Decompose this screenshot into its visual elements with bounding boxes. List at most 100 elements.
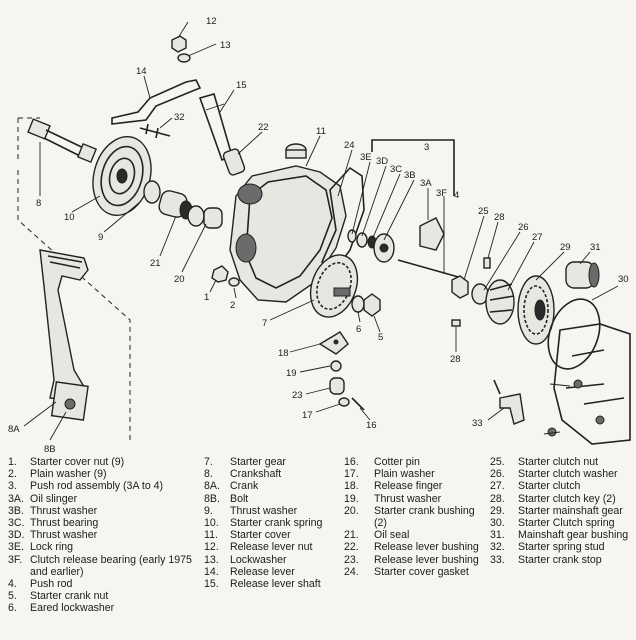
callout-7: 7	[262, 318, 267, 329]
legend-item: 29.Starter mainshaft gear	[490, 505, 632, 517]
callout-3D: 3D	[376, 156, 388, 167]
callout-8: 8	[36, 198, 41, 209]
parts-legend: 1.Starter cover nut (9) 2.Plain washer (…	[8, 456, 632, 636]
legend-num: 3C.	[8, 517, 25, 530]
legend-item: 3F.Clutch release bearing (early 1975 an…	[8, 554, 196, 578]
legend-num: 11.	[204, 529, 218, 542]
legend-item: 3D.Thrust washer	[8, 529, 196, 541]
legend-text: Starter cover gasket	[374, 565, 469, 578]
release-lever-nut-part	[171, 35, 187, 53]
release-lever-part	[111, 79, 202, 125]
callout-15: 15	[236, 80, 247, 91]
legend-text: Clutch release bearing (early 1975 and e…	[30, 553, 192, 578]
callout-19: 19	[286, 368, 297, 379]
callout-29: 29	[560, 242, 571, 253]
legend-item: 11.Starter cover	[204, 529, 338, 541]
plain-washer-part	[228, 277, 240, 287]
callout-28-lower: 28	[450, 354, 461, 365]
legend-item: 1.Starter cover nut (9)	[8, 456, 196, 468]
legend-text: Starter spring stud	[518, 541, 605, 554]
callout-25: 25	[478, 206, 489, 217]
legend-text: Starter crank nut	[30, 590, 109, 603]
legend-item: 23.Release lever bushing	[344, 554, 488, 566]
legend-text: Release lever nut	[230, 541, 313, 554]
legend-column-3: 16.Cotter pin 17.Plain washer 18.Release…	[344, 456, 488, 578]
group-bracket-left	[17, 118, 131, 440]
spring-stud-part	[139, 123, 171, 139]
legend-text: Lockwasher	[230, 553, 287, 566]
legend-item: 12.Release lever nut	[204, 541, 338, 553]
legend-text: Starter crank bushing (2)	[374, 504, 475, 530]
callout-16: 16	[366, 420, 377, 431]
leader-lines	[23, 21, 619, 441]
legend-text: Push rod assembly (3A to 4)	[30, 480, 164, 493]
crankshaft-part	[27, 118, 98, 164]
callout-13: 13	[220, 40, 231, 51]
callout-32: 32	[174, 112, 185, 123]
legend-item: 25.Starter clutch nut	[490, 456, 632, 468]
legend-num: 3E.	[8, 541, 24, 554]
callout-27: 27	[532, 232, 543, 243]
callout-31: 31	[590, 242, 601, 253]
legend-text: Release finger	[374, 480, 443, 493]
starter-clutch-key-lower-part	[451, 319, 461, 327]
legend-text: Oil slinger	[30, 492, 78, 505]
legend-text: Lock ring	[30, 541, 73, 554]
crank-part	[39, 249, 89, 421]
callout-3F: 3F	[436, 188, 447, 199]
callout-10: 10	[64, 212, 75, 223]
starter-cover-part	[229, 143, 347, 303]
legend-item: 8.Crankshaft	[204, 468, 338, 480]
legend-text: Starter clutch	[518, 480, 581, 493]
legend-text: Crank	[230, 480, 259, 493]
release-lever-bushing-part	[222, 148, 246, 176]
legend-item: 8A.Crank	[204, 480, 338, 492]
callout-2: 2	[230, 300, 235, 311]
legend-num: 26.	[490, 468, 505, 481]
legend-text: Thrust washer	[30, 529, 98, 542]
legend-text: Starter clutch nut	[518, 456, 599, 468]
legend-num: 5.	[8, 590, 17, 603]
legend-num: 28.	[490, 492, 505, 505]
starter-clutch-part	[485, 279, 515, 325]
legend-num: 8.	[204, 468, 213, 481]
starter-gear-part	[309, 254, 359, 318]
callout-20: 20	[174, 274, 185, 285]
legend-num: 1.	[8, 456, 17, 468]
legend-num: 22.	[344, 541, 359, 554]
legend-item: 13.Lockwasher	[204, 554, 338, 566]
callout-3A: 3A	[420, 178, 432, 189]
legend-num: 32.	[490, 541, 505, 554]
callout-21: 21	[150, 258, 161, 269]
callout-30: 30	[618, 274, 629, 285]
legend-item: 32. Starter spring stud	[490, 541, 632, 553]
callout-6: 6	[356, 324, 361, 335]
legend-item: 9.Thrust washer	[204, 505, 338, 517]
legend-item: 30.Starter Clutch spring	[490, 517, 632, 529]
legend-text: Starter crank stop	[518, 553, 602, 566]
legend-text: Starter clutch washer	[518, 468, 618, 481]
legend-item: 3.Push rod assembly (3A to 4)	[8, 480, 196, 492]
legend-text: Release lever	[230, 565, 295, 578]
release-thrust-washer-part	[330, 360, 342, 372]
callout-24: 24	[344, 140, 355, 151]
legend-item: 26. Starter clutch washer	[490, 468, 632, 480]
exploded-parts-diagram: 12 13 14 15 32 22 11 24 3 3E 3D 3C 3B 3A…	[8, 16, 631, 452]
legend-item: 15.Release lever shaft	[204, 578, 338, 590]
legend-item: 16.Cotter pin	[344, 456, 488, 468]
legend-num: 10.	[204, 517, 219, 530]
legend-num: 24.	[344, 565, 359, 578]
callout-8B: 8B	[44, 444, 56, 452]
legend-text: Starter Clutch spring	[518, 517, 615, 530]
callout-17: 17	[302, 410, 313, 421]
callout-26: 26	[518, 222, 529, 233]
legend-num: 8B.	[204, 492, 220, 505]
callout-8A: 8A	[8, 424, 20, 435]
callout-labels: 12 13 14 15 32 22 11 24 3 3E 3D 3C 3B 3A…	[8, 16, 629, 452]
legend-text: Oil seal	[374, 529, 410, 542]
legend-text: Thrust bearing	[30, 517, 99, 530]
legend-num: 2.	[8, 468, 17, 481]
mainshaft-gear-bushing-part	[565, 261, 600, 289]
eared-lockwasher-part	[351, 295, 365, 313]
legend-item: 2.Plain washer (9)	[8, 468, 196, 480]
